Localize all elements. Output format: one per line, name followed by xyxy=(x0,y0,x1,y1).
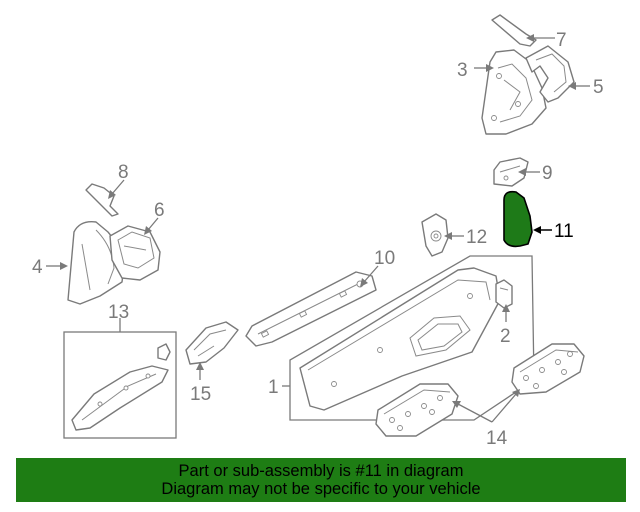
part-2 xyxy=(495,279,513,309)
part-9 xyxy=(493,157,529,187)
parts-diagram: 7 3 5 9 11 12 8 6 4 10 2 13 15 1 14 xyxy=(32,14,604,449)
callout-7[interactable]: 7 xyxy=(556,30,567,51)
callout-4[interactable]: 4 xyxy=(32,257,43,278)
callout-11[interactable]: 11 xyxy=(554,221,574,242)
callout-5[interactable]: 5 xyxy=(593,77,604,98)
callout-9[interactable]: 9 xyxy=(542,163,553,184)
banner-line-1: Part or sub-assembly is #11 in diagram xyxy=(178,462,464,480)
callout-12[interactable]: 12 xyxy=(466,227,487,248)
leader-lines xyxy=(46,34,590,423)
callout-15[interactable]: 15 xyxy=(190,384,211,405)
part-5 xyxy=(525,45,575,103)
part-11-highlighted[interactable] xyxy=(503,190,533,248)
part-15 xyxy=(185,321,239,365)
callout-6[interactable]: 6 xyxy=(154,200,165,221)
leader-11 xyxy=(533,226,552,234)
callout-8[interactable]: 8 xyxy=(118,162,129,183)
part-6 xyxy=(109,225,161,281)
callout-1[interactable]: 1 xyxy=(268,377,279,398)
callout-3[interactable]: 3 xyxy=(457,60,468,81)
part-3 xyxy=(481,49,547,135)
part-1 xyxy=(299,267,501,411)
callout-13[interactable]: 13 xyxy=(108,302,129,323)
callout-2[interactable]: 2 xyxy=(500,326,511,347)
banner-line-2: Diagram may not be specific to your vehi… xyxy=(161,480,481,498)
callout-labels: 7 3 5 9 11 12 8 6 4 10 2 13 15 1 14 xyxy=(32,30,604,449)
info-banner: Part or sub-assembly is #11 in diagram D… xyxy=(16,458,626,502)
part-14 xyxy=(375,343,585,437)
part-8 xyxy=(85,183,119,217)
part-7 xyxy=(491,14,537,47)
part-13 xyxy=(71,343,171,431)
part-12 xyxy=(421,213,449,257)
callout-10[interactable]: 10 xyxy=(374,248,395,269)
callout-14[interactable]: 14 xyxy=(486,428,508,449)
